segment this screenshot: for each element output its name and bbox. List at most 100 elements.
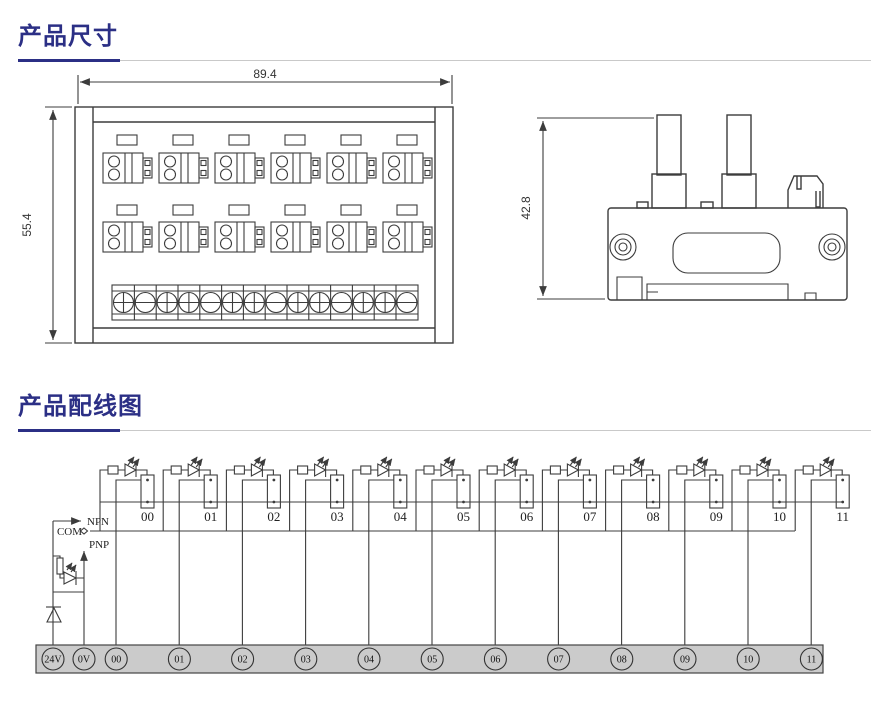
relay-unit [382, 204, 433, 253]
screw-terminal [352, 285, 375, 320]
channel-label: 03 [331, 509, 344, 524]
screw-terminal [156, 285, 179, 320]
channel-label: 08 [647, 509, 660, 524]
channel-led [187, 463, 201, 477]
terminal-label: 10 [743, 655, 753, 666]
channel-resistor [802, 465, 814, 475]
terminal-label: 02 [238, 655, 248, 666]
connector-pin-block [709, 474, 724, 509]
relay-unit [214, 204, 265, 253]
screw-terminal [112, 285, 135, 320]
relay-unit [102, 134, 153, 184]
screw-terminal [309, 285, 332, 320]
dimensions-title: 产品尺寸 [18, 23, 118, 50]
channel-11: 11 [794, 456, 850, 648]
channel-resistor [486, 465, 498, 475]
channel-resistor [107, 465, 119, 475]
channel-led [314, 463, 327, 477]
terminal-08: 08 [610, 647, 634, 671]
wiring-section-header: 产品配线图 [18, 386, 871, 432]
channel-led [819, 463, 833, 477]
connector-pin-block [203, 474, 218, 509]
underline-accent-segment [18, 59, 120, 62]
connector-pin-block [646, 474, 661, 509]
channel-04: 04 [352, 456, 408, 648]
channel-08: 08 [605, 456, 661, 648]
channel-label: 01 [204, 509, 217, 524]
screw-terminal [243, 285, 266, 320]
channel-07: 07 [541, 456, 597, 648]
connector-pin-block [835, 474, 850, 509]
indicator-window [172, 134, 194, 146]
channel-resistor [423, 465, 435, 475]
wiring-diagram: NPN COM PNP 00 01 02 03 04 05 06 07 08 09 10 11 24V… [35, 456, 850, 674]
screw-terminal-strip [111, 284, 419, 321]
front-view: 89.4 55.4 [20, 67, 454, 344]
terminal-01: 01 [167, 647, 191, 671]
terminal-label: 05 [427, 655, 437, 666]
dimensions-section-header: 产品尺寸 [18, 16, 871, 62]
connector-pin-block [456, 474, 471, 509]
terminal-09: 09 [673, 647, 697, 671]
connector-pin-block [519, 474, 534, 509]
mount-hole-left [609, 233, 637, 261]
terminal-label: 09 [680, 655, 690, 666]
terminal-label: 24V [44, 655, 62, 666]
width-dimension-label: 89.4 [253, 67, 277, 81]
indicator-window [340, 134, 362, 146]
protection-diode [46, 606, 62, 623]
channel-label: 02 [267, 509, 280, 524]
channel-led [503, 463, 517, 477]
terminal-label: 01 [174, 655, 184, 666]
channel-resistor [170, 465, 182, 475]
label-recess [672, 232, 781, 274]
common-circuit: NPN COM PNP [46, 516, 109, 648]
channel-resistor [739, 465, 751, 475]
relay-unit [382, 134, 433, 184]
channel-label: 09 [710, 509, 723, 524]
power-led [63, 571, 78, 585]
underline-accent-segment [18, 429, 120, 432]
terminal-10: 10 [736, 647, 760, 671]
indicator-window [116, 134, 138, 146]
channel-label: 04 [394, 509, 408, 524]
connector-pin-block [330, 474, 345, 509]
channel-03: 03 [289, 456, 345, 648]
terminal-0V: 0V [72, 647, 96, 671]
height-dimension-label: 55.4 [20, 213, 34, 237]
side-body [607, 207, 848, 301]
screw-terminal [396, 291, 418, 314]
power-led-resistor [56, 557, 64, 575]
terminal-24V: 24V [41, 647, 65, 671]
connector-pin-block [393, 474, 408, 509]
screw-terminal [178, 285, 201, 320]
terminal-label: 07 [554, 655, 564, 666]
com-label: COM [57, 526, 82, 538]
terminal-label: 06 [490, 655, 500, 666]
relay-post-1 [656, 114, 682, 176]
indicator-window [284, 204, 306, 216]
screw-terminal [200, 285, 223, 320]
terminal-label: 00 [111, 655, 121, 666]
channel-resistor [233, 465, 245, 475]
indicator-window [228, 134, 250, 146]
height-dimension: 55.4 [20, 106, 72, 344]
indicator-window [172, 204, 194, 216]
screw-terminal [330, 285, 353, 320]
terminal-label: 0V [78, 655, 91, 666]
relay-post-2 [726, 114, 752, 176]
terminal-label: 08 [617, 655, 627, 666]
connector-pin-block [140, 474, 155, 509]
terminal-11: 11 [799, 647, 823, 671]
terminal-06: 06 [483, 647, 507, 671]
side-height-dimension: 42.8 [519, 117, 654, 300]
pnp-label: PNP [89, 539, 109, 551]
terminal-03: 03 [294, 647, 318, 671]
channel-resistor [676, 465, 688, 475]
terminal-00: 00 [104, 647, 128, 671]
relay-unit [326, 204, 377, 253]
channel-led [124, 463, 138, 477]
